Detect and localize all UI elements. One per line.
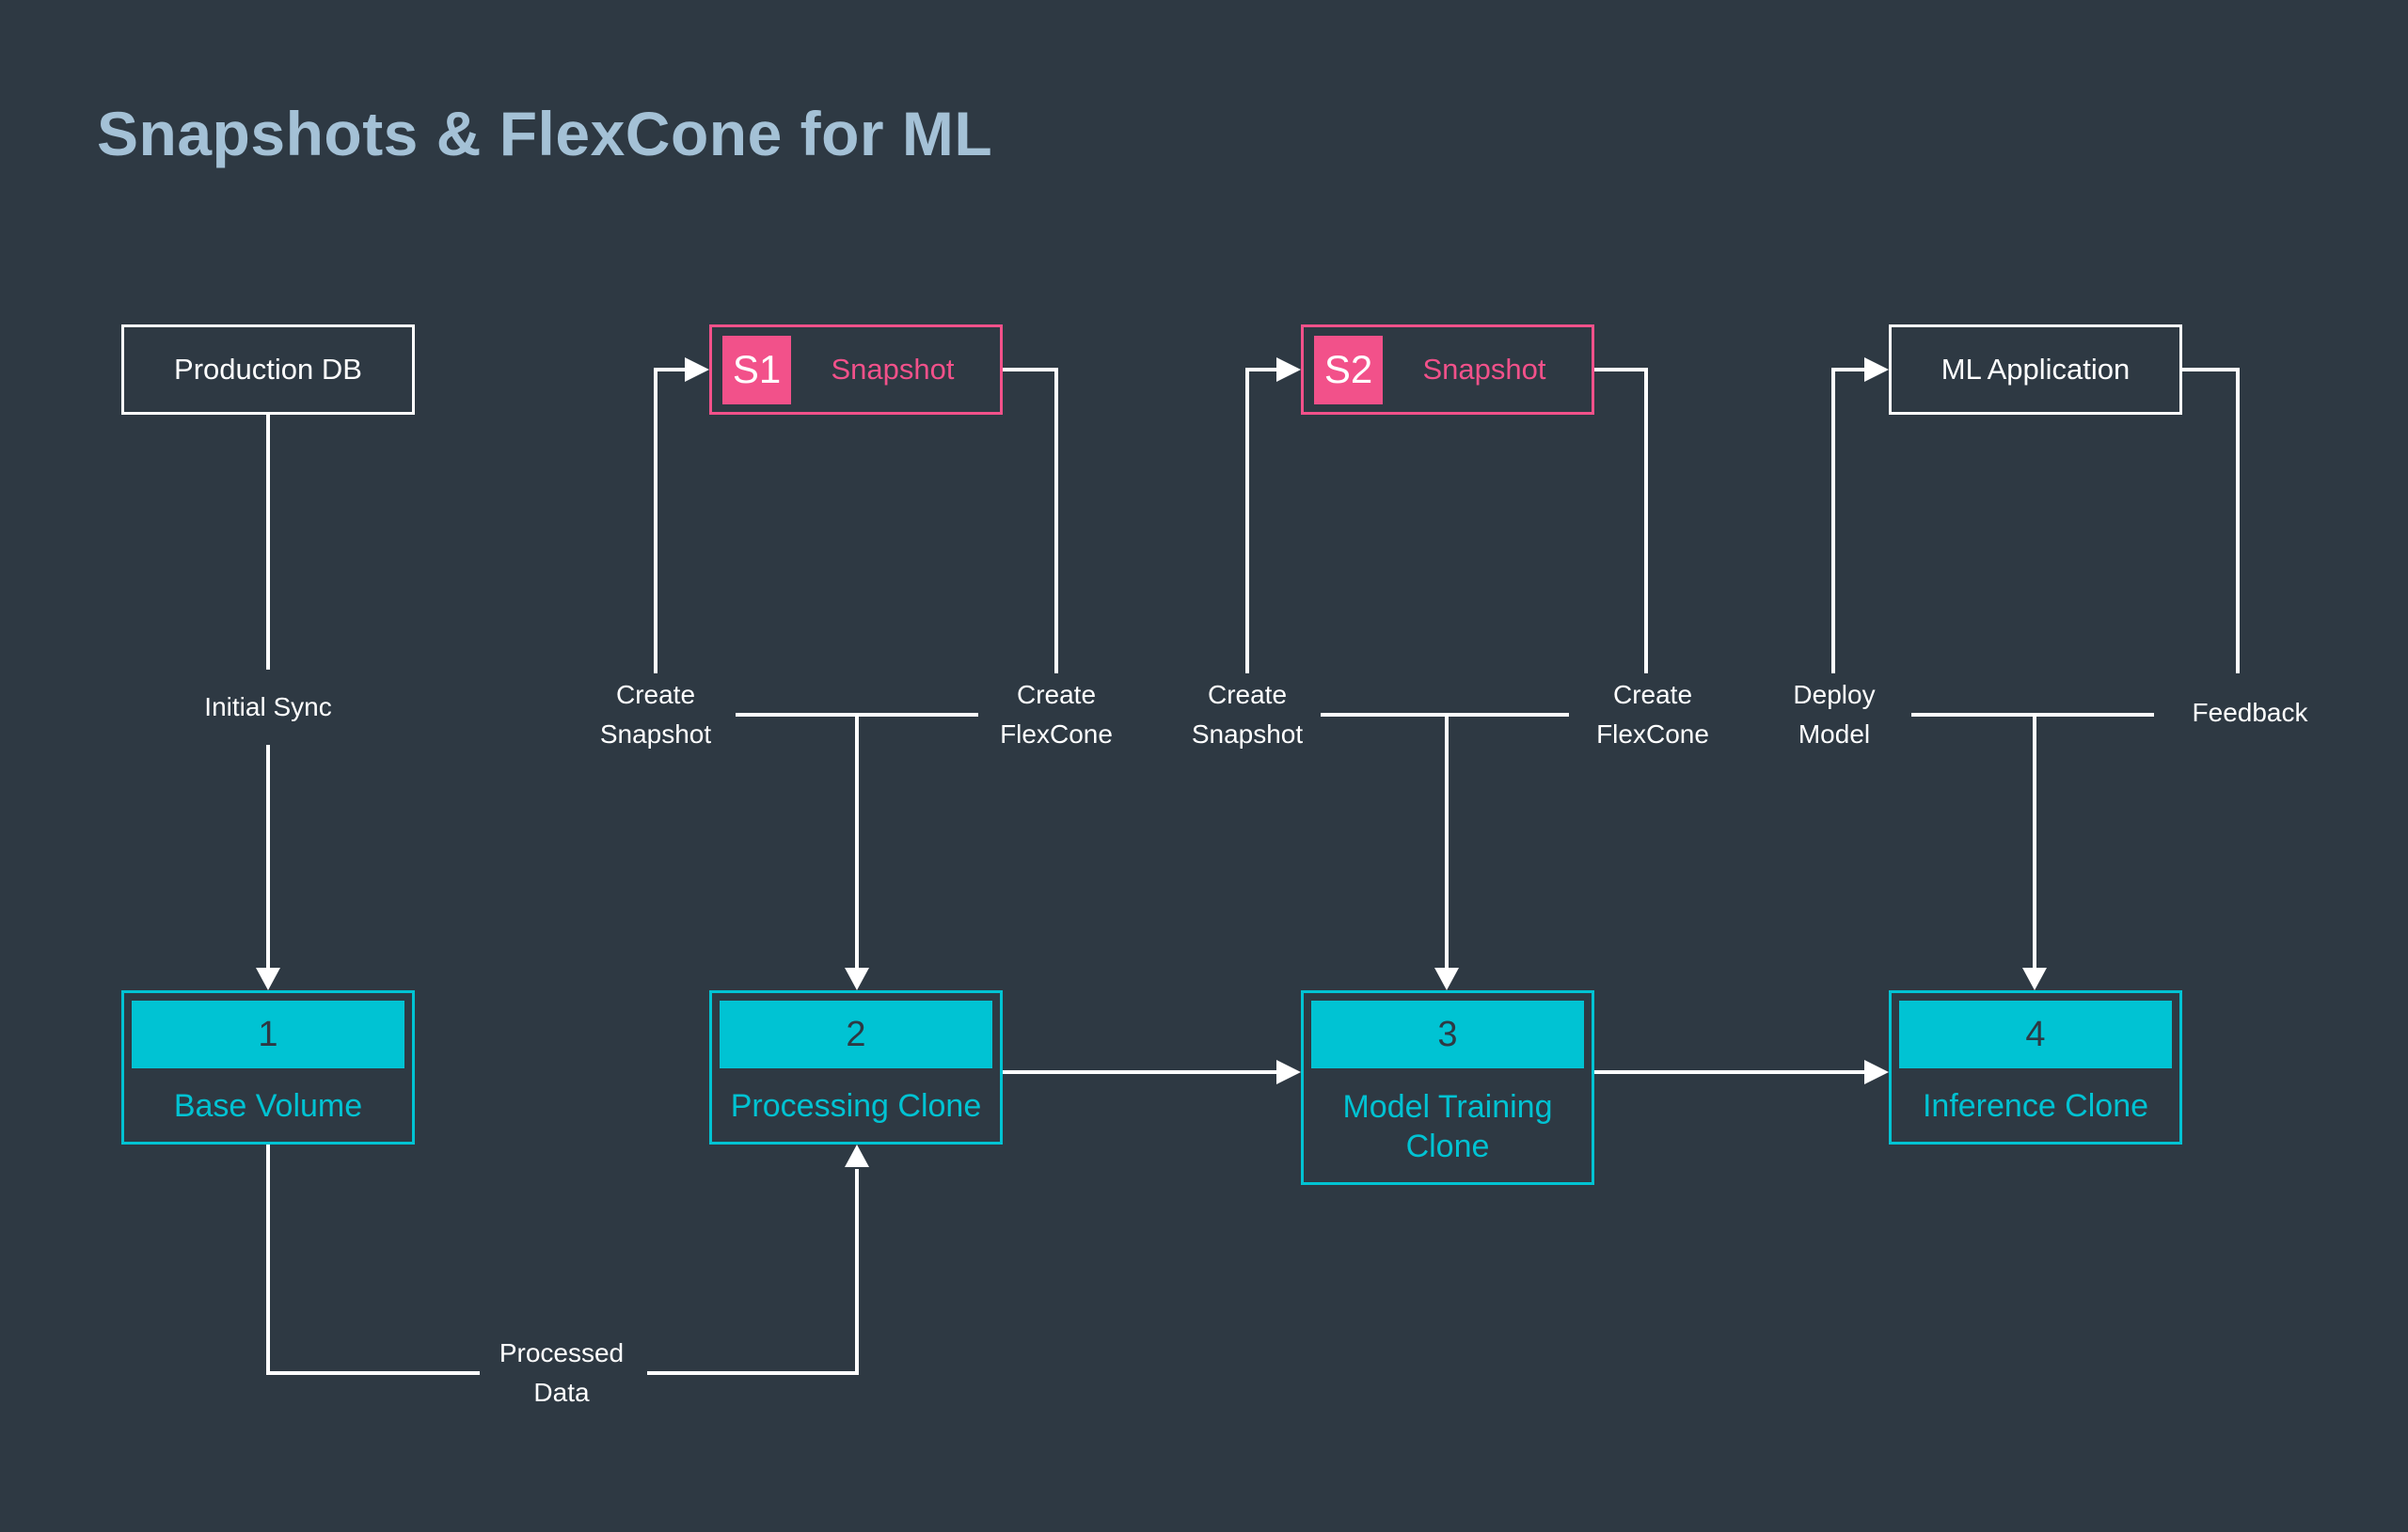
edge-create-flexcone-s1	[736, 368, 1058, 990]
processing-clone-number-bar: 2	[720, 1001, 992, 1068]
base-volume-number-bar: 1	[132, 1001, 404, 1068]
edge-initial-sync	[256, 415, 280, 990]
edge-label-create-snapshot-s2: Create Snapshot	[1191, 680, 1304, 749]
snapshot-s2-badge: S2	[1314, 335, 1383, 404]
model-training-clone-number-bar: 3	[1311, 1001, 1584, 1068]
edge-label-processed-data: Processed Data	[499, 1338, 625, 1407]
model-training-clone-number: 3	[1437, 1014, 1458, 1054]
edge-label-create-snapshot-s1: Create Snapshot	[599, 680, 712, 749]
edge-clone-2-to-3	[1003, 1060, 1301, 1084]
node-production-db: Production DB	[121, 324, 415, 415]
inference-clone-label: Inference Clone	[1922, 1088, 2149, 1124]
snapshot-s2-label: Snapshot	[1422, 353, 1546, 386]
node-model-training-clone: 3 Model Training Clone	[1301, 990, 1594, 1185]
node-snapshot-s2: S2 Snapshot	[1301, 324, 1594, 415]
edge-label-feedback: Feedback	[2192, 698, 2308, 727]
node-base-volume: 1 Base Volume	[121, 990, 415, 1145]
edge-create-snapshot-s2	[1245, 357, 1301, 673]
snapshot-s1-label: Snapshot	[831, 353, 955, 386]
processing-clone-number: 2	[846, 1014, 866, 1054]
edge-create-flexcone-s2	[1321, 368, 1648, 990]
edge-create-snapshot-s1	[654, 357, 709, 673]
edge-feedback	[1911, 368, 2240, 990]
edge-label-create-flexcone-s2: Create FlexCone	[1596, 680, 1709, 749]
base-volume-label: Base Volume	[173, 1088, 363, 1124]
node-ml-application: ML Application	[1889, 324, 2182, 415]
ml-application-label: ML Application	[1941, 353, 2131, 386]
diagram-title: Snapshots & FlexCone for ML	[97, 99, 993, 168]
inference-clone-number-bar: 4	[1899, 1001, 2172, 1068]
edge-label-create-flexcone-s1: Create FlexCone	[1000, 680, 1113, 749]
node-snapshot-s1: S1 Snapshot	[709, 324, 1003, 415]
edge-clone-3-to-4	[1592, 1060, 1889, 1084]
model-training-clone-label: Model Training Clone	[1342, 1088, 1553, 1164]
edge-processed-data	[266, 1145, 869, 1375]
edge-label-deploy-model: Deploy Model	[1793, 680, 1876, 749]
inference-clone-number: 4	[2025, 1014, 2046, 1054]
edge-deploy-model	[1831, 357, 1889, 673]
base-volume-number: 1	[258, 1014, 278, 1054]
processing-clone-label: Processing Clone	[730, 1088, 982, 1124]
production-db-label: Production DB	[174, 353, 362, 386]
snapshot-s1-badge: S1	[722, 335, 791, 404]
node-inference-clone: 4 Inference Clone	[1889, 990, 2182, 1145]
node-processing-clone: 2 Processing Clone	[709, 990, 1003, 1145]
edge-label-initial-sync: Initial Sync	[204, 692, 332, 721]
